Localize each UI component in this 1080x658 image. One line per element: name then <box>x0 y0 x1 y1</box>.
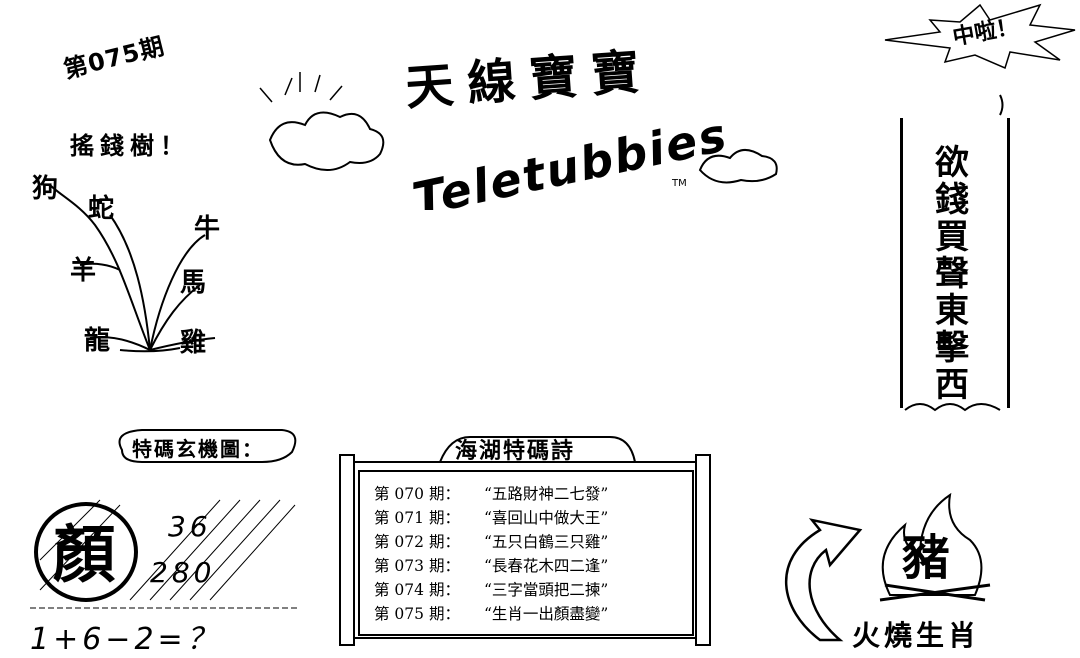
scroll-char-4: 聲 <box>935 254 969 294</box>
scroll-char-5: 東 <box>935 291 969 331</box>
poem-text: “三字當頭把二揀” <box>484 581 609 599</box>
zodiac-dog: 狗 <box>32 174 59 204</box>
poem-row: 第 071 期： “喜回山中做大王” <box>374 506 608 528</box>
poem-issue: 第 072 期： <box>374 533 460 551</box>
chart-label: 特碼玄機圖： <box>132 437 264 461</box>
poem-text: “喜回山中做大王” <box>484 509 609 527</box>
sun-rays <box>259 72 343 103</box>
poem-text: “五路財神二七發” <box>484 485 609 503</box>
scroll-char-1: 欲 <box>935 143 969 183</box>
poem-list: 第 070 期： “五路財神二七發” 第 071 期： “喜回山中做大王” 第 07… <box>358 470 694 636</box>
zodiac-goat: 羊 <box>70 256 97 286</box>
poem-row: 第 074 期： “三字當頭把二揀” <box>374 578 608 600</box>
vertical-scroll <box>900 118 1010 408</box>
scroll-char-2: 錢 <box>935 180 969 220</box>
zodiac-snake: 蛇 <box>88 194 115 224</box>
poem-scroll-frame <box>339 436 711 646</box>
number-1: 36 <box>168 510 212 543</box>
zodiac-ox: 牛 <box>194 214 221 244</box>
money-tree-title: 搖錢樹！ <box>70 131 190 160</box>
burst-shape <box>884 3 1076 70</box>
poem-issue: 第 075 期： <box>374 605 460 623</box>
pig-caption: 火燒生肖 <box>852 619 981 652</box>
poem-issue: 第 074 期： <box>374 581 460 599</box>
cloud-left <box>268 111 385 171</box>
zodiac-horse: 馬 <box>180 268 207 298</box>
scroll-char-3: 買 <box>935 217 969 257</box>
poem-row: 第 070 期： “五路財神二七發” <box>374 482 608 504</box>
flame-shape <box>881 492 983 596</box>
poem-row: 第 075 期： “生肖一出顏盡變” <box>374 602 608 624</box>
poem-issue: 第 071 期： <box>374 509 460 527</box>
chart-label-bubble <box>118 429 297 463</box>
big-char-circle <box>34 502 138 602</box>
scroll-char-6: 擊 <box>935 328 969 368</box>
arrow-shape <box>784 518 863 642</box>
trademark-mark: TM <box>672 178 687 189</box>
poem-row: 第 073 期： “長春花木四二逢” <box>374 554 608 576</box>
big-char: 顏 <box>52 518 115 591</box>
money-tree-drawing <box>49 184 216 353</box>
poem-text: “五只白鶴三只雞” <box>484 533 609 551</box>
poem-issue: 第 070 期： <box>374 485 460 503</box>
scroll-top-curl <box>999 94 1004 116</box>
scroll-char-7: 西 <box>935 365 969 405</box>
cloud-right <box>698 149 778 184</box>
zodiac-dragon: 龍 <box>84 326 111 356</box>
poem-row: 第 072 期： “五只白鶴三只雞” <box>374 530 608 552</box>
poem-text: “長春花木四二逢” <box>484 557 609 575</box>
poem-banner: 海湖特碼詩 <box>455 438 576 464</box>
scroll-bottom-curl <box>904 403 1001 412</box>
firewood <box>879 583 991 602</box>
poem-issue: 第 073 期： <box>374 557 460 575</box>
zodiac-rooster: 雞 <box>180 328 207 358</box>
number-2: 280 <box>150 556 216 589</box>
pig-char: 豬 <box>902 530 951 586</box>
blank-illustration-area <box>330 210 778 420</box>
equation: 1+6−2=？ <box>30 622 221 657</box>
poem-text: “生肖一出顏盡變” <box>484 605 609 623</box>
